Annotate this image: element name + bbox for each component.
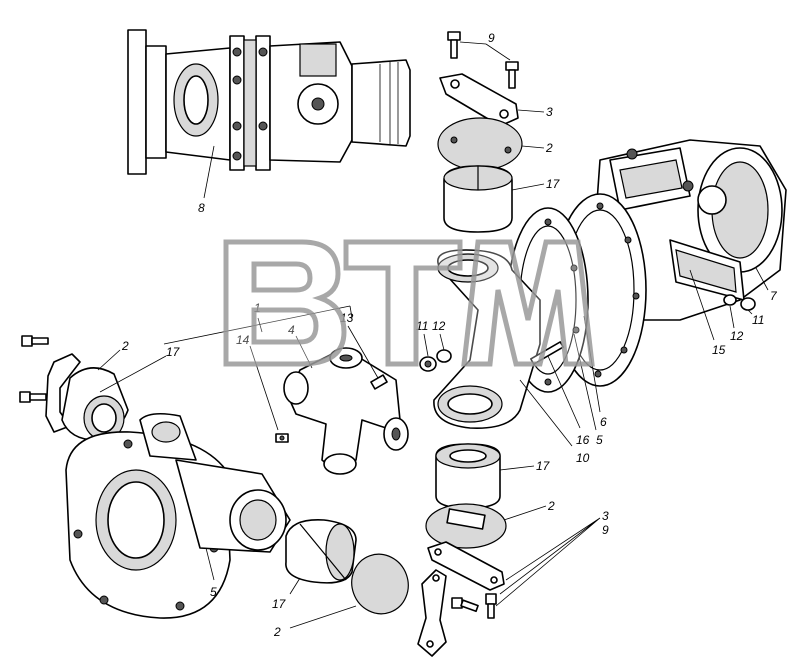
callout-9-bottom: 9	[602, 523, 609, 537]
callout-3-bottom: 3	[602, 509, 609, 523]
callout-14: 14	[236, 333, 250, 347]
lock-plate-3-bottom-upper	[427, 541, 505, 591]
callout-7: 7	[770, 289, 778, 303]
cover-plate-2-bottom	[351, 553, 409, 615]
callout-5-center: 5	[596, 433, 603, 447]
flange-yoke-5-left	[65, 412, 291, 619]
lock-plate-3-top	[439, 73, 519, 127]
callout-17-top: 17	[546, 177, 561, 191]
callout-11-mid: 11	[416, 319, 428, 333]
grease-fitting-14	[275, 433, 289, 443]
callout-16: 16	[576, 433, 590, 447]
grease-fitting-13	[370, 374, 388, 390]
callout-6: 6	[600, 415, 607, 429]
cover-plate-2-top	[437, 117, 523, 171]
bolt-9-top-left	[447, 31, 461, 59]
callout-17-bottom-right: 17	[536, 459, 551, 473]
bolt-9-top-right	[505, 61, 519, 89]
callout-17-bottom: 17	[272, 597, 287, 611]
callout-3-top: 3	[546, 105, 553, 119]
assembled-joint-view	[127, 29, 411, 175]
bearing-cup-17-left	[61, 367, 129, 441]
callout-2-top: 2	[545, 141, 553, 155]
callout-2-left: 2	[121, 339, 129, 353]
nut-11-mid	[419, 356, 437, 372]
callout-8: 8	[198, 201, 205, 215]
callout-4: 4	[288, 323, 295, 337]
bearing-cup-17-bottom-right	[435, 443, 501, 509]
yoke-10	[433, 249, 541, 429]
callout-17-left: 17	[166, 345, 181, 359]
callout-12-mid: 12	[432, 319, 446, 333]
callout-2-bottom: 2	[273, 625, 281, 639]
nut-11-right	[740, 297, 756, 311]
callout-15: 15	[712, 343, 726, 357]
callout-11-right: 11	[752, 313, 764, 327]
bearing-cup-17-top	[443, 165, 513, 233]
callout-2-bottom-right: 2	[547, 499, 555, 513]
lock-plate-3-bottom-lower	[417, 569, 447, 657]
cover-plate-2-bottom-right	[425, 503, 507, 549]
bolt-lower-left	[19, 391, 47, 403]
cross-spider-4	[283, 347, 409, 475]
callout-9-top: 9	[488, 31, 495, 45]
callout-12-right: 12	[730, 329, 744, 343]
callout-5-left: 5	[210, 585, 217, 599]
washer-12-right	[723, 294, 737, 306]
bolt-top-left	[21, 335, 49, 347]
washer-12-mid	[436, 349, 452, 363]
bolt-9-bottom-1	[451, 597, 479, 613]
bolt-9-bottom-2	[485, 593, 497, 619]
bearing-cup-17-bottom	[285, 519, 357, 584]
callout-10: 10	[576, 451, 590, 465]
watermark-logo	[223, 239, 595, 367]
